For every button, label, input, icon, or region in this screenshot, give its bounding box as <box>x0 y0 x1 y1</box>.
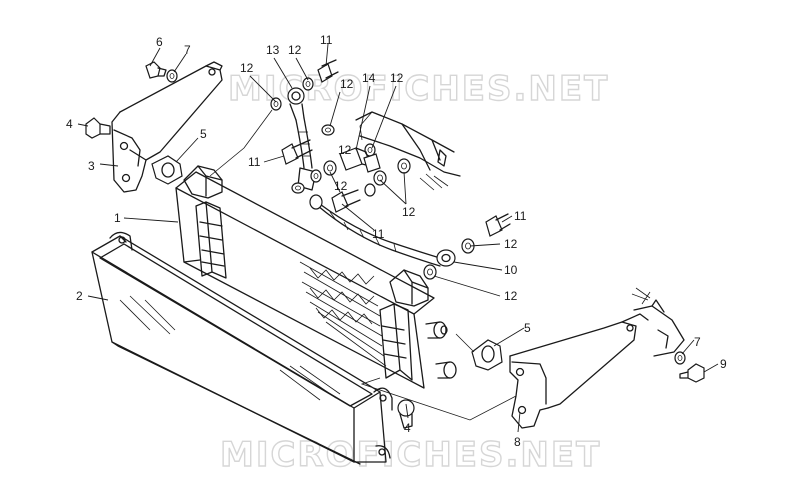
callout-labels: 1 2 3 4 4 5 5 6 7 7 8 9 10 11 11 11 11 1… <box>66 33 727 449</box>
callout-12-i: 12 <box>338 143 352 157</box>
frame-fragment-upper <box>355 111 461 191</box>
leader-lines <box>77 43 719 433</box>
callout-4-lower: 4 <box>404 421 411 435</box>
banjo-fitting-part-13 <box>287 87 305 121</box>
watermark-bottom: MICROFICHES.NET <box>220 435 601 475</box>
screw-part-4-upper <box>85 117 111 139</box>
callout-7-upper: 7 <box>184 43 191 57</box>
callout-6: 6 <box>156 35 163 49</box>
callout-12-e: 12 <box>402 205 416 219</box>
callout-7-lower: 7 <box>694 335 701 349</box>
callout-11-top: 11 <box>320 33 333 47</box>
rubber-mount-lower <box>471 339 503 371</box>
callout-5-upper: 5 <box>200 127 207 141</box>
assembly-lines <box>209 109 517 421</box>
callout-4-upper: 4 <box>66 117 73 131</box>
callout-2: 2 <box>76 289 83 303</box>
callout-12-g: 12 <box>504 237 518 251</box>
callout-3: 3 <box>88 159 95 173</box>
screw-part-9 <box>679 363 705 383</box>
banjo-fitting-mid <box>309 194 323 210</box>
oil-pipe-part-10 <box>295 117 441 267</box>
rubber-mount-upper <box>151 155 183 185</box>
callout-9: 9 <box>720 357 727 371</box>
banjo-fitting-lower <box>436 249 456 267</box>
banjo-bolt-group <box>281 59 511 237</box>
callout-10: 10 <box>504 263 518 277</box>
callout-12-a: 12 <box>240 61 254 75</box>
callout-11-left: 11 <box>248 155 261 169</box>
front-cover-part-2 <box>91 231 393 465</box>
callout-8: 8 <box>514 435 521 449</box>
screw-part-6 <box>145 61 167 79</box>
washer-group <box>270 77 475 280</box>
callout-12-c: 12 <box>340 77 354 91</box>
bracket-part-8 <box>509 313 649 429</box>
washer-part-7-lower <box>674 351 686 365</box>
callout-12-d: 12 <box>390 71 404 85</box>
callout-12-b: 12 <box>288 43 302 57</box>
callout-1: 1 <box>114 211 121 225</box>
callout-14: 14 <box>362 71 376 85</box>
callout-11-right: 11 <box>514 209 527 223</box>
callout-11-mid: 11 <box>372 227 385 241</box>
callout-5-lower: 5 <box>524 321 531 335</box>
callout-12-f: 12 <box>334 179 348 193</box>
bracket-part-3 <box>111 61 223 193</box>
callout-12-h: 12 <box>504 289 518 303</box>
frame-fragment-right <box>631 287 685 357</box>
watermark-top: MICROFICHES.NET <box>228 69 609 109</box>
callout-13: 13 <box>266 43 280 57</box>
screw-part-4-lower <box>397 399 415 429</box>
adapter-part-14 <box>339 147 381 173</box>
oil-cooler-part-1 <box>175 165 457 389</box>
washer-part-7-upper <box>166 69 178 83</box>
